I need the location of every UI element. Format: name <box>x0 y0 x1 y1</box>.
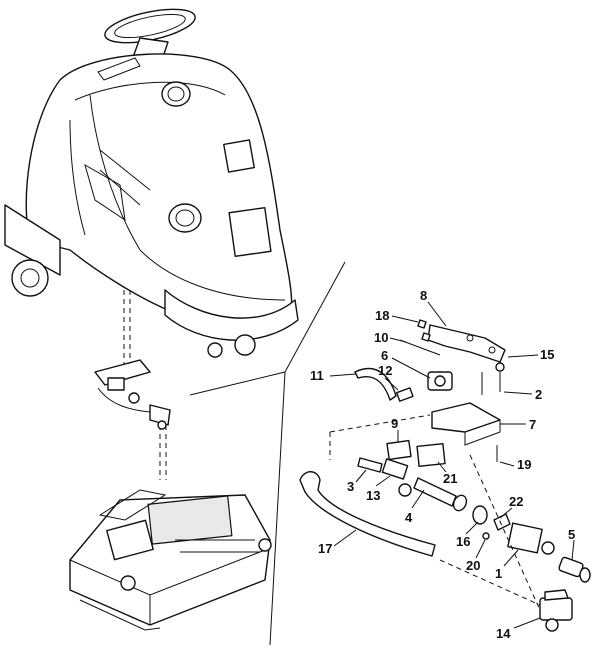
callout-3: 3 <box>347 469 367 494</box>
svg-text:11: 11 <box>310 368 324 383</box>
part-9-label <box>386 439 412 461</box>
svg-text:6: 6 <box>381 348 388 363</box>
svg-text:19: 19 <box>517 457 531 472</box>
svg-text:16: 16 <box>456 534 470 549</box>
part-7-cover <box>431 402 501 446</box>
part-1-valve <box>507 522 555 555</box>
svg-text:21: 21 <box>443 471 457 486</box>
scrubber-machine-body <box>4 8 299 358</box>
callout-17: 17 <box>318 529 357 556</box>
callout-8: 8 <box>420 288 447 327</box>
svg-text:10: 10 <box>374 330 388 345</box>
svg-text:5: 5 <box>568 527 575 542</box>
callout-14: 14 <box>496 617 541 641</box>
callout-1: 1 <box>495 549 519 581</box>
callout-7: 7 <box>500 417 536 432</box>
callout-10: 10 <box>374 330 407 345</box>
callout-5: 5 <box>568 527 575 561</box>
valve-assembly-small <box>94 359 171 430</box>
svg-text:14: 14 <box>496 626 511 641</box>
part-18-screws <box>417 319 431 342</box>
svg-text:18: 18 <box>375 308 389 323</box>
callout-11: 11 <box>310 368 357 383</box>
svg-text:7: 7 <box>529 417 536 432</box>
callout-2: 2 <box>503 387 542 402</box>
callout-4: 4 <box>405 489 425 525</box>
part-21-module <box>416 442 446 468</box>
part-15-washer <box>495 362 505 372</box>
callout-6: 6 <box>381 348 431 379</box>
part-12-fitting <box>396 387 414 402</box>
svg-text:9: 9 <box>391 416 398 431</box>
svg-text:17: 17 <box>318 541 332 556</box>
part-5-coupler <box>558 556 591 583</box>
svg-text:22: 22 <box>509 494 523 509</box>
part-20-nut <box>482 532 490 540</box>
part-17-hose <box>299 471 436 557</box>
part-3-nozzle <box>357 457 383 473</box>
callout-16: 16 <box>456 521 479 549</box>
part-11-hose <box>354 367 397 401</box>
alignment-line <box>329 414 431 433</box>
svg-text:8: 8 <box>420 288 427 303</box>
part-4-tube <box>413 477 468 512</box>
svg-text:2: 2 <box>535 387 542 402</box>
callout-13: 13 <box>366 475 391 503</box>
alignment-line <box>469 454 541 611</box>
callout-15: 15 <box>507 347 554 362</box>
svg-text:1: 1 <box>495 566 502 581</box>
section-divider <box>269 261 346 646</box>
scrub-deck-chassis <box>69 489 272 631</box>
svg-text:3: 3 <box>347 479 354 494</box>
svg-text:12: 12 <box>378 363 392 378</box>
callout-21: 21 <box>437 461 457 486</box>
section-divider <box>189 371 286 396</box>
part-8-bracket <box>427 324 506 363</box>
part-13-connector <box>381 458 412 497</box>
svg-text:20: 20 <box>466 558 480 573</box>
callout-12: 12 <box>378 363 399 391</box>
svg-text:13: 13 <box>366 488 380 503</box>
svg-text:15: 15 <box>540 347 554 362</box>
callout-20: 20 <box>466 539 486 573</box>
part-16-clamp <box>472 505 488 525</box>
callout-19: 19 <box>499 457 531 472</box>
callout-9: 9 <box>391 416 399 442</box>
callout-22: 22 <box>499 494 523 519</box>
part-10-bolt <box>399 339 441 356</box>
callout-18: 18 <box>375 308 419 323</box>
alignment-line <box>439 559 541 606</box>
part-14-valve <box>539 589 573 632</box>
svg-text:4: 4 <box>405 510 413 525</box>
part-6-solenoid <box>427 371 453 391</box>
